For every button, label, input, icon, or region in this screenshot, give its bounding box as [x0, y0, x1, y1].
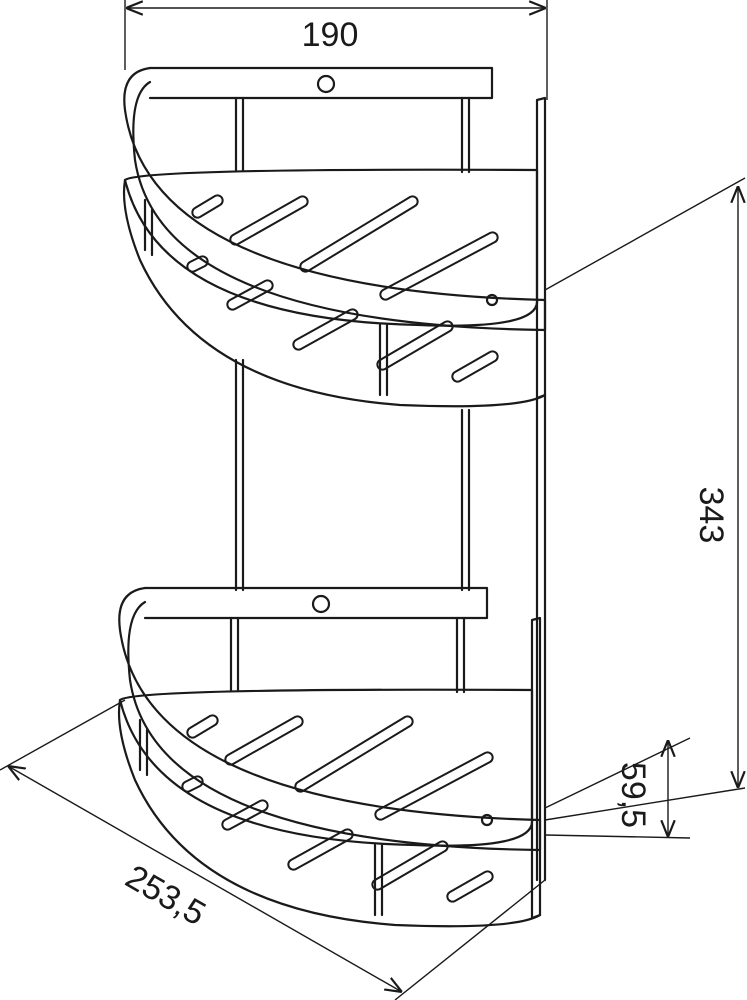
dimension-height	[544, 177, 745, 821]
dimension-depth	[0, 699, 546, 1000]
frame-rods	[234, 358, 547, 882]
height-label: 343	[692, 487, 730, 544]
lower-shelf	[117, 586, 542, 928]
upper-shelf	[122, 66, 547, 408]
width-label: 190	[302, 16, 359, 54]
dimension-shelf-height	[544, 737, 691, 839]
dimension-width	[124, 0, 548, 100]
depth-label: 253,5	[119, 858, 212, 933]
shelf-height-label: 59,5	[614, 762, 652, 828]
